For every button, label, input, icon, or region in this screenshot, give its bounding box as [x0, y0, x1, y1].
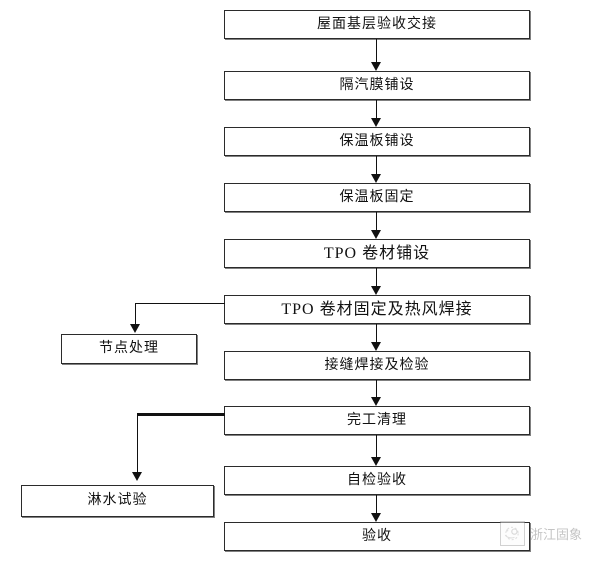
flow-node-label: 屋面基层验收交接	[317, 16, 437, 32]
flow-node-label: TPO 卷材固定及热风焊接	[281, 300, 473, 318]
watermark: 浙江固象	[500, 521, 582, 546]
flow-node-roof-base-acceptance[interactable]: 屋面基层验收交接	[224, 10, 530, 39]
connector-step7-step8	[376, 380, 377, 397]
watermark-text: 浙江固象	[530, 527, 583, 542]
flow-node-seam-welding-inspection[interactable]: 接缝焊接及检验	[224, 351, 530, 380]
flow-node-label: 节点处理	[99, 341, 159, 356]
connector-step6-node-treatment-vertical	[135, 303, 136, 325]
flow-node-tpo-membrane-laying[interactable]: TPO 卷材铺设	[224, 239, 530, 268]
connector-step3-step4	[376, 156, 377, 174]
arrow-head-icon	[130, 324, 140, 333]
connector-step8-water-test-horizontal	[137, 413, 225, 416]
flow-node-completion-cleanup[interactable]: 完工清理	[224, 406, 530, 435]
arrow-head-icon	[371, 457, 381, 466]
flow-node-insulation-board-laying[interactable]: 保温板铺设	[224, 127, 530, 156]
flow-node-label: 保温板固定	[339, 189, 415, 205]
flow-node-self-inspection-acceptance[interactable]: 自检验收	[224, 466, 530, 495]
arrow-head-icon	[371, 342, 381, 351]
arrow-head-icon	[371, 286, 381, 295]
arrow-head-icon	[371, 513, 381, 522]
arrow-head-icon	[132, 472, 142, 481]
connector-step8-step9	[376, 435, 377, 457]
flow-node-label: 自检验收	[347, 472, 407, 488]
connector-step6-step7	[376, 324, 377, 342]
flow-node-label: 保温板铺设	[339, 133, 415, 149]
connector-step1-step2	[376, 39, 377, 62]
flow-node-label: 淋水试验	[87, 493, 148, 508]
arrow-head-icon	[371, 62, 381, 71]
flow-node-vapor-barrier-laying[interactable]: 隔汽膜铺设	[224, 71, 530, 100]
arrow-head-icon	[371, 174, 381, 183]
flow-node-label: 验收	[362, 528, 392, 544]
flow-node-water-spray-test[interactable]: 淋水试验	[21, 485, 214, 517]
logo-icon	[500, 521, 525, 546]
connector-step2-step3	[376, 100, 377, 118]
flow-node-node-treatment[interactable]: 节点处理	[61, 334, 197, 364]
flow-node-label: TPO 卷材铺设	[323, 244, 431, 262]
connector-step5-step6	[376, 268, 377, 286]
arrow-head-icon	[371, 397, 381, 406]
arrow-head-icon	[371, 118, 381, 127]
flow-node-tpo-fixing-hot-air-welding[interactable]: TPO 卷材固定及热风焊接	[224, 295, 530, 324]
flow-node-label: 完工清理	[347, 412, 407, 428]
flow-node-label: 接缝焊接及检验	[324, 357, 430, 373]
flow-node-label: 隔汽膜铺设	[339, 77, 415, 93]
connector-step4-step5	[376, 212, 377, 230]
flow-node-insulation-board-fixing[interactable]: 保温板固定	[224, 183, 530, 212]
flow-node-final-acceptance[interactable]: 验收	[224, 522, 530, 551]
connector-step6-node-treatment-horizontal	[135, 303, 225, 304]
connector-step9-step10	[376, 495, 377, 513]
connector-step8-water-test-vertical	[137, 413, 138, 473]
arrow-head-icon	[371, 230, 381, 239]
